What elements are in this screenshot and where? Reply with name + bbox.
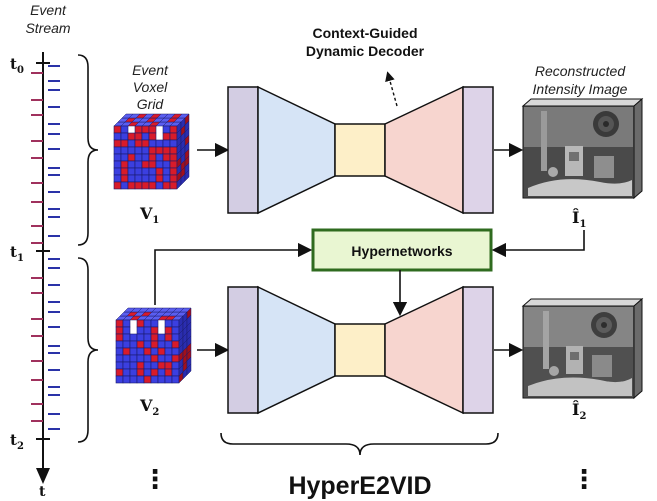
output-label-1: Î1 — [572, 207, 586, 230]
reconstructed-image-1 — [521, 97, 644, 200]
decoder-title-line1: Context-Guided — [313, 25, 418, 41]
time-axis-end-label: t — [39, 484, 46, 500]
reconstructed-image-2 — [521, 297, 644, 400]
voxel-grid-2 — [115, 307, 192, 384]
time-axis — [36, 52, 50, 484]
hypernetworks-label: Hypernetworks — [351, 243, 452, 259]
bottleneck-1 — [334, 123, 386, 177]
recon-title-line1: Reconstructed — [535, 63, 626, 79]
voxel-title-line1: Event — [132, 62, 169, 78]
ellipsis-right: ⋮ — [571, 465, 597, 495]
output-label-2: Î2 — [572, 399, 586, 422]
voxel-label-1: V1 — [139, 204, 159, 226]
voxel-title-line3: Grid — [137, 96, 165, 112]
decoder-pointer-arrow — [385, 71, 398, 107]
network-2 — [227, 285, 494, 415]
encoder-input-layer-1 — [227, 86, 259, 214]
hypernetworks-box — [311, 228, 493, 272]
brace-window-2 — [77, 257, 99, 443]
ellipsis-left: ⋮ — [142, 465, 168, 495]
encoder-1 — [257, 85, 336, 215]
arrow-output1-to-hypernetworks — [491, 230, 585, 258]
recon-title-line2: Intensity Image — [533, 81, 628, 97]
arrow-voxel2-to-hypernetworks — [154, 242, 313, 305]
stream-title-line1: Event — [30, 2, 67, 18]
voxel-title-line2: Voxel — [133, 79, 168, 95]
decoder-output-layer-1 — [462, 86, 494, 214]
voxel-grid-1 — [113, 113, 190, 190]
decoder-title-line2: Dynamic Decoder — [306, 43, 425, 59]
event-ticks — [31, 65, 60, 430]
model-name: HyperE2VID — [288, 472, 431, 500]
encoder-2 — [257, 285, 336, 415]
brace-window-1 — [77, 54, 99, 246]
bottleneck-2 — [334, 323, 386, 377]
encoder-input-layer-2 — [227, 286, 259, 414]
network-1 — [227, 85, 494, 215]
decoder-2 — [384, 285, 464, 415]
stream-title-line2: Stream — [25, 20, 70, 36]
t2-label: t2 — [10, 431, 24, 452]
decoder-output-layer-2 — [462, 286, 494, 414]
t0-label: t0 — [10, 55, 24, 76]
t1-label: t1 — [10, 243, 24, 264]
model-brace — [220, 432, 499, 456]
voxel-label-2: V2 — [139, 396, 159, 418]
